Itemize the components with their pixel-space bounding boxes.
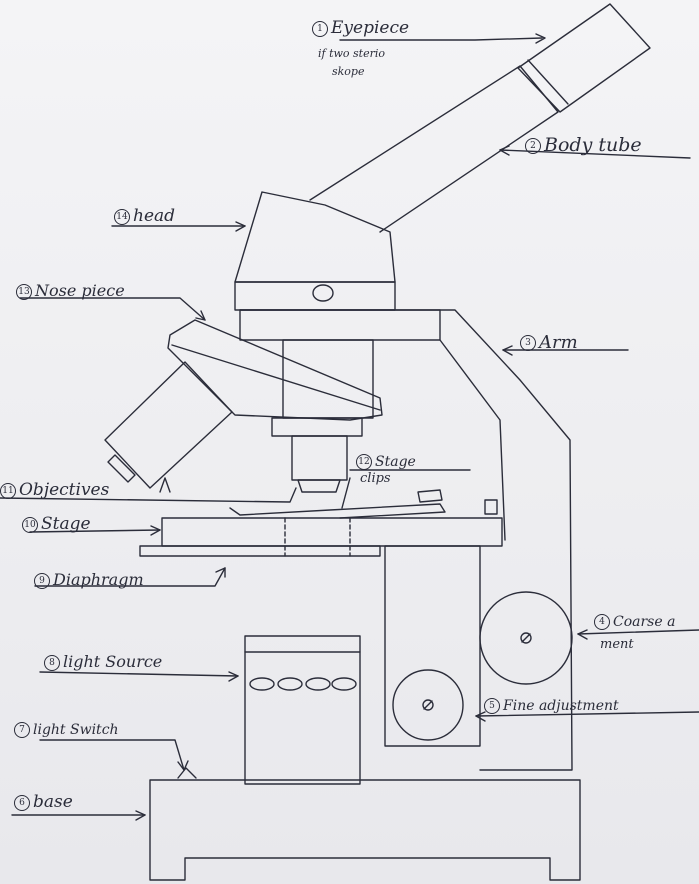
label-coarse-number: 4 — [594, 614, 610, 630]
label-stage-text: Stage — [41, 514, 91, 534]
coarse-knob — [479, 591, 573, 685]
nose-piece — [167, 319, 383, 421]
light-switch — [177, 767, 197, 779]
label-stage-clips-2: clips — [360, 471, 391, 486]
label-diaphragm-text: Diaphragm — [53, 570, 144, 589]
head — [234, 191, 396, 283]
label-base-number: 6 — [14, 794, 30, 811]
label-light-source-number: 8 — [44, 654, 60, 671]
label-arm-text: Arm — [539, 332, 578, 353]
base — [149, 779, 581, 881]
label-eyepiece-note-2: skope — [332, 65, 365, 78]
label-eyepiece-number: 1 — [312, 20, 328, 37]
label-body-tube-number: 2 — [525, 138, 541, 154]
label-objectives-text: Objectives — [19, 480, 110, 500]
objective-left — [104, 361, 233, 489]
label-coarse-text: Coarse a — [613, 614, 676, 630]
label-fine-text: Fine adjustment — [503, 698, 619, 714]
label-nose-piece-number: 13 — [16, 283, 32, 300]
stage-clip — [229, 503, 446, 519]
body-tube — [309, 65, 559, 233]
objective-center — [271, 417, 363, 437]
label-eyepiece-text: Eyepiece — [331, 18, 410, 38]
label-stage-clips-text: Stage — [375, 454, 416, 470]
label-light-switch-text: light Switch — [33, 722, 119, 738]
fine-knob — [392, 669, 464, 741]
turret — [282, 339, 374, 419]
label-diaphragm-number: 9 — [34, 572, 50, 589]
neck — [239, 309, 441, 341]
label-light-source-text: light Source — [63, 652, 163, 671]
label-stage-number: 10 — [22, 516, 38, 533]
eyepiece-ring — [527, 59, 569, 105]
label-eyepiece-note-1: if two sterio — [318, 47, 386, 60]
head-base — [234, 281, 396, 311]
label-stage-clips-number: 12 — [356, 454, 372, 470]
label-coarse-adjustment-2: ment — [600, 637, 634, 652]
label-fine-number: 5 — [484, 698, 500, 714]
eyepiece — [517, 3, 651, 113]
label-base-text: base — [33, 792, 73, 812]
label-light-switch-number: 7 — [14, 722, 30, 738]
label-nose-piece-text: Nose piece — [35, 281, 125, 300]
label-head-text: head — [133, 206, 176, 226]
label-arm-number: 3 — [520, 335, 536, 351]
label-body-tube-text: Body tube — [544, 134, 642, 156]
stage — [161, 517, 503, 547]
light-source — [244, 635, 361, 785]
arm-inner — [439, 339, 506, 541]
pillar — [384, 545, 481, 747]
label-head-number: 14 — [114, 208, 130, 225]
leader-eyepiece — [339, 37, 543, 41]
stage-lower — [139, 545, 381, 557]
head-knob — [312, 284, 334, 302]
label-objectives-number: 11 — [0, 482, 16, 499]
